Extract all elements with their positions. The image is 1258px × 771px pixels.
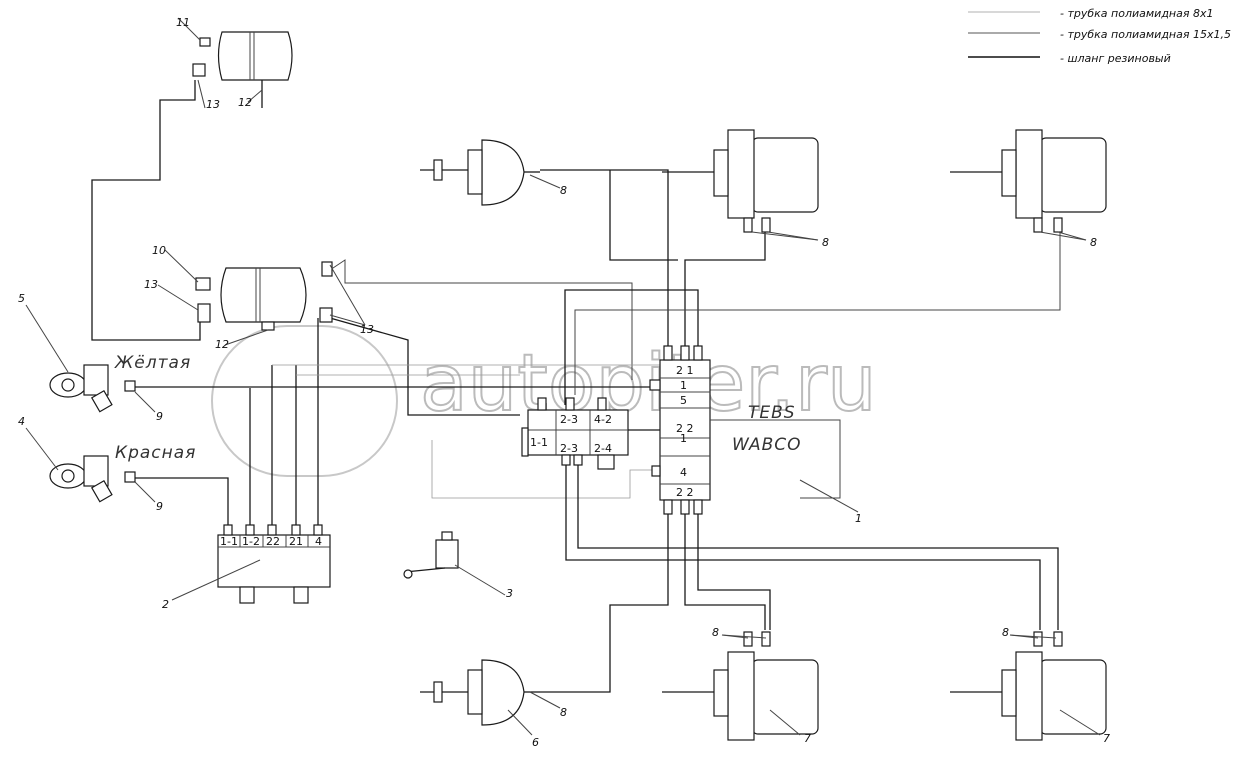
callout-8e: 8 bbox=[1002, 626, 1009, 639]
callout-9a: 9 bbox=[156, 410, 163, 423]
callouts: 1 2 3 4 5 6 7 7 8 8 8 8 8 8 9 9 10 11 12… bbox=[18, 16, 1110, 749]
modulator-port-21: 2 1 bbox=[676, 364, 694, 377]
legend-item-2: - трубка полиамидная 15х1,5 bbox=[1060, 28, 1231, 41]
modulator-port-22a: 2 2 bbox=[676, 422, 694, 435]
spring-chamber-bottom-right bbox=[950, 631, 1107, 741]
pipes bbox=[91, 80, 1061, 693]
callout-13c: 13 bbox=[360, 323, 374, 336]
callout-8f: 8 bbox=[560, 706, 567, 719]
callout-13a: 13 bbox=[206, 98, 220, 111]
spring-chamber-top-center bbox=[662, 129, 819, 233]
distributor-port-3: 22 bbox=[266, 535, 280, 548]
distributor-block: 1-1 1-2 22 21 4 bbox=[217, 524, 331, 604]
callout-11: 11 bbox=[176, 16, 190, 29]
reservoir-top bbox=[192, 31, 293, 108]
reservoir-main bbox=[195, 261, 333, 331]
spring-chamber-bottom-center bbox=[662, 631, 819, 741]
callout-7b: 7 bbox=[1103, 732, 1110, 745]
callout-8d: 8 bbox=[712, 626, 719, 639]
callout-8b: 8 bbox=[822, 236, 829, 249]
valve-port-3: 1-1 bbox=[530, 436, 548, 449]
level-valve bbox=[403, 531, 459, 579]
brake-chamber-bottom-left bbox=[420, 659, 540, 726]
callout-3: 3 bbox=[506, 587, 513, 600]
valve-port-4: 2-3 bbox=[560, 442, 578, 455]
spring-chamber-top-right bbox=[950, 129, 1107, 233]
modulator-port-1b: 1 bbox=[680, 432, 687, 445]
callout-6: 6 bbox=[532, 736, 539, 749]
leader-lines bbox=[25, 17, 1101, 736]
callout-9b: 9 bbox=[156, 500, 163, 513]
callout-12a: 12 bbox=[238, 96, 252, 109]
distributor-port-4: 21 bbox=[289, 535, 303, 548]
valve-port-5: 2-4 bbox=[594, 442, 612, 455]
coupling-head-red bbox=[49, 455, 136, 503]
callout-7a: 7 bbox=[804, 732, 811, 745]
modulator-port-4: 4 bbox=[680, 466, 687, 479]
callout-1: 1 bbox=[855, 512, 862, 525]
callout-10: 10 bbox=[152, 244, 166, 257]
callout-8c: 8 bbox=[1090, 236, 1097, 249]
callout-12b: 12 bbox=[215, 338, 229, 351]
callout-5: 5 bbox=[18, 292, 25, 305]
coupling-red-label: Красная bbox=[115, 443, 196, 463]
modulator-tebs: 2 1 1 5 2 2 1 4 2 2 TEBS WABCO bbox=[649, 345, 841, 515]
modulator-port-1a: 1 bbox=[680, 379, 687, 392]
valve-port-2: 4-2 bbox=[594, 413, 612, 426]
modulator-port-5: 5 bbox=[680, 394, 687, 407]
legend: - трубка полиамидная 8х1 - трубка полиам… bbox=[968, 7, 1231, 65]
legend-item-1: - трубка полиамидная 8х1 bbox=[1060, 7, 1213, 20]
distributor-port-1: 1-1 bbox=[220, 535, 238, 548]
valve-port-1: 2-3 bbox=[560, 413, 578, 426]
coupling-head-yellow bbox=[49, 364, 136, 413]
modulator-label-line2: WABCO bbox=[732, 435, 802, 455]
modulator-port-22b: 2 2 bbox=[676, 486, 694, 499]
callout-13b: 13 bbox=[144, 278, 158, 291]
callout-4: 4 bbox=[18, 415, 25, 428]
distributor-port-2: 1-2 bbox=[242, 535, 260, 548]
valve-block: 2-3 4-2 1-1 2-3 2-4 bbox=[521, 397, 629, 470]
coupling-yellow-label: Жёлтая bbox=[114, 353, 191, 373]
distributor-port-5: 4 bbox=[315, 535, 322, 548]
brake-chamber-top-left bbox=[420, 139, 540, 206]
callout-8a: 8 bbox=[560, 184, 567, 197]
legend-item-3: - шланг резиновый bbox=[1060, 52, 1171, 65]
callout-2: 2 bbox=[162, 598, 169, 611]
modulator-label-line1: TEBS bbox=[748, 403, 796, 423]
